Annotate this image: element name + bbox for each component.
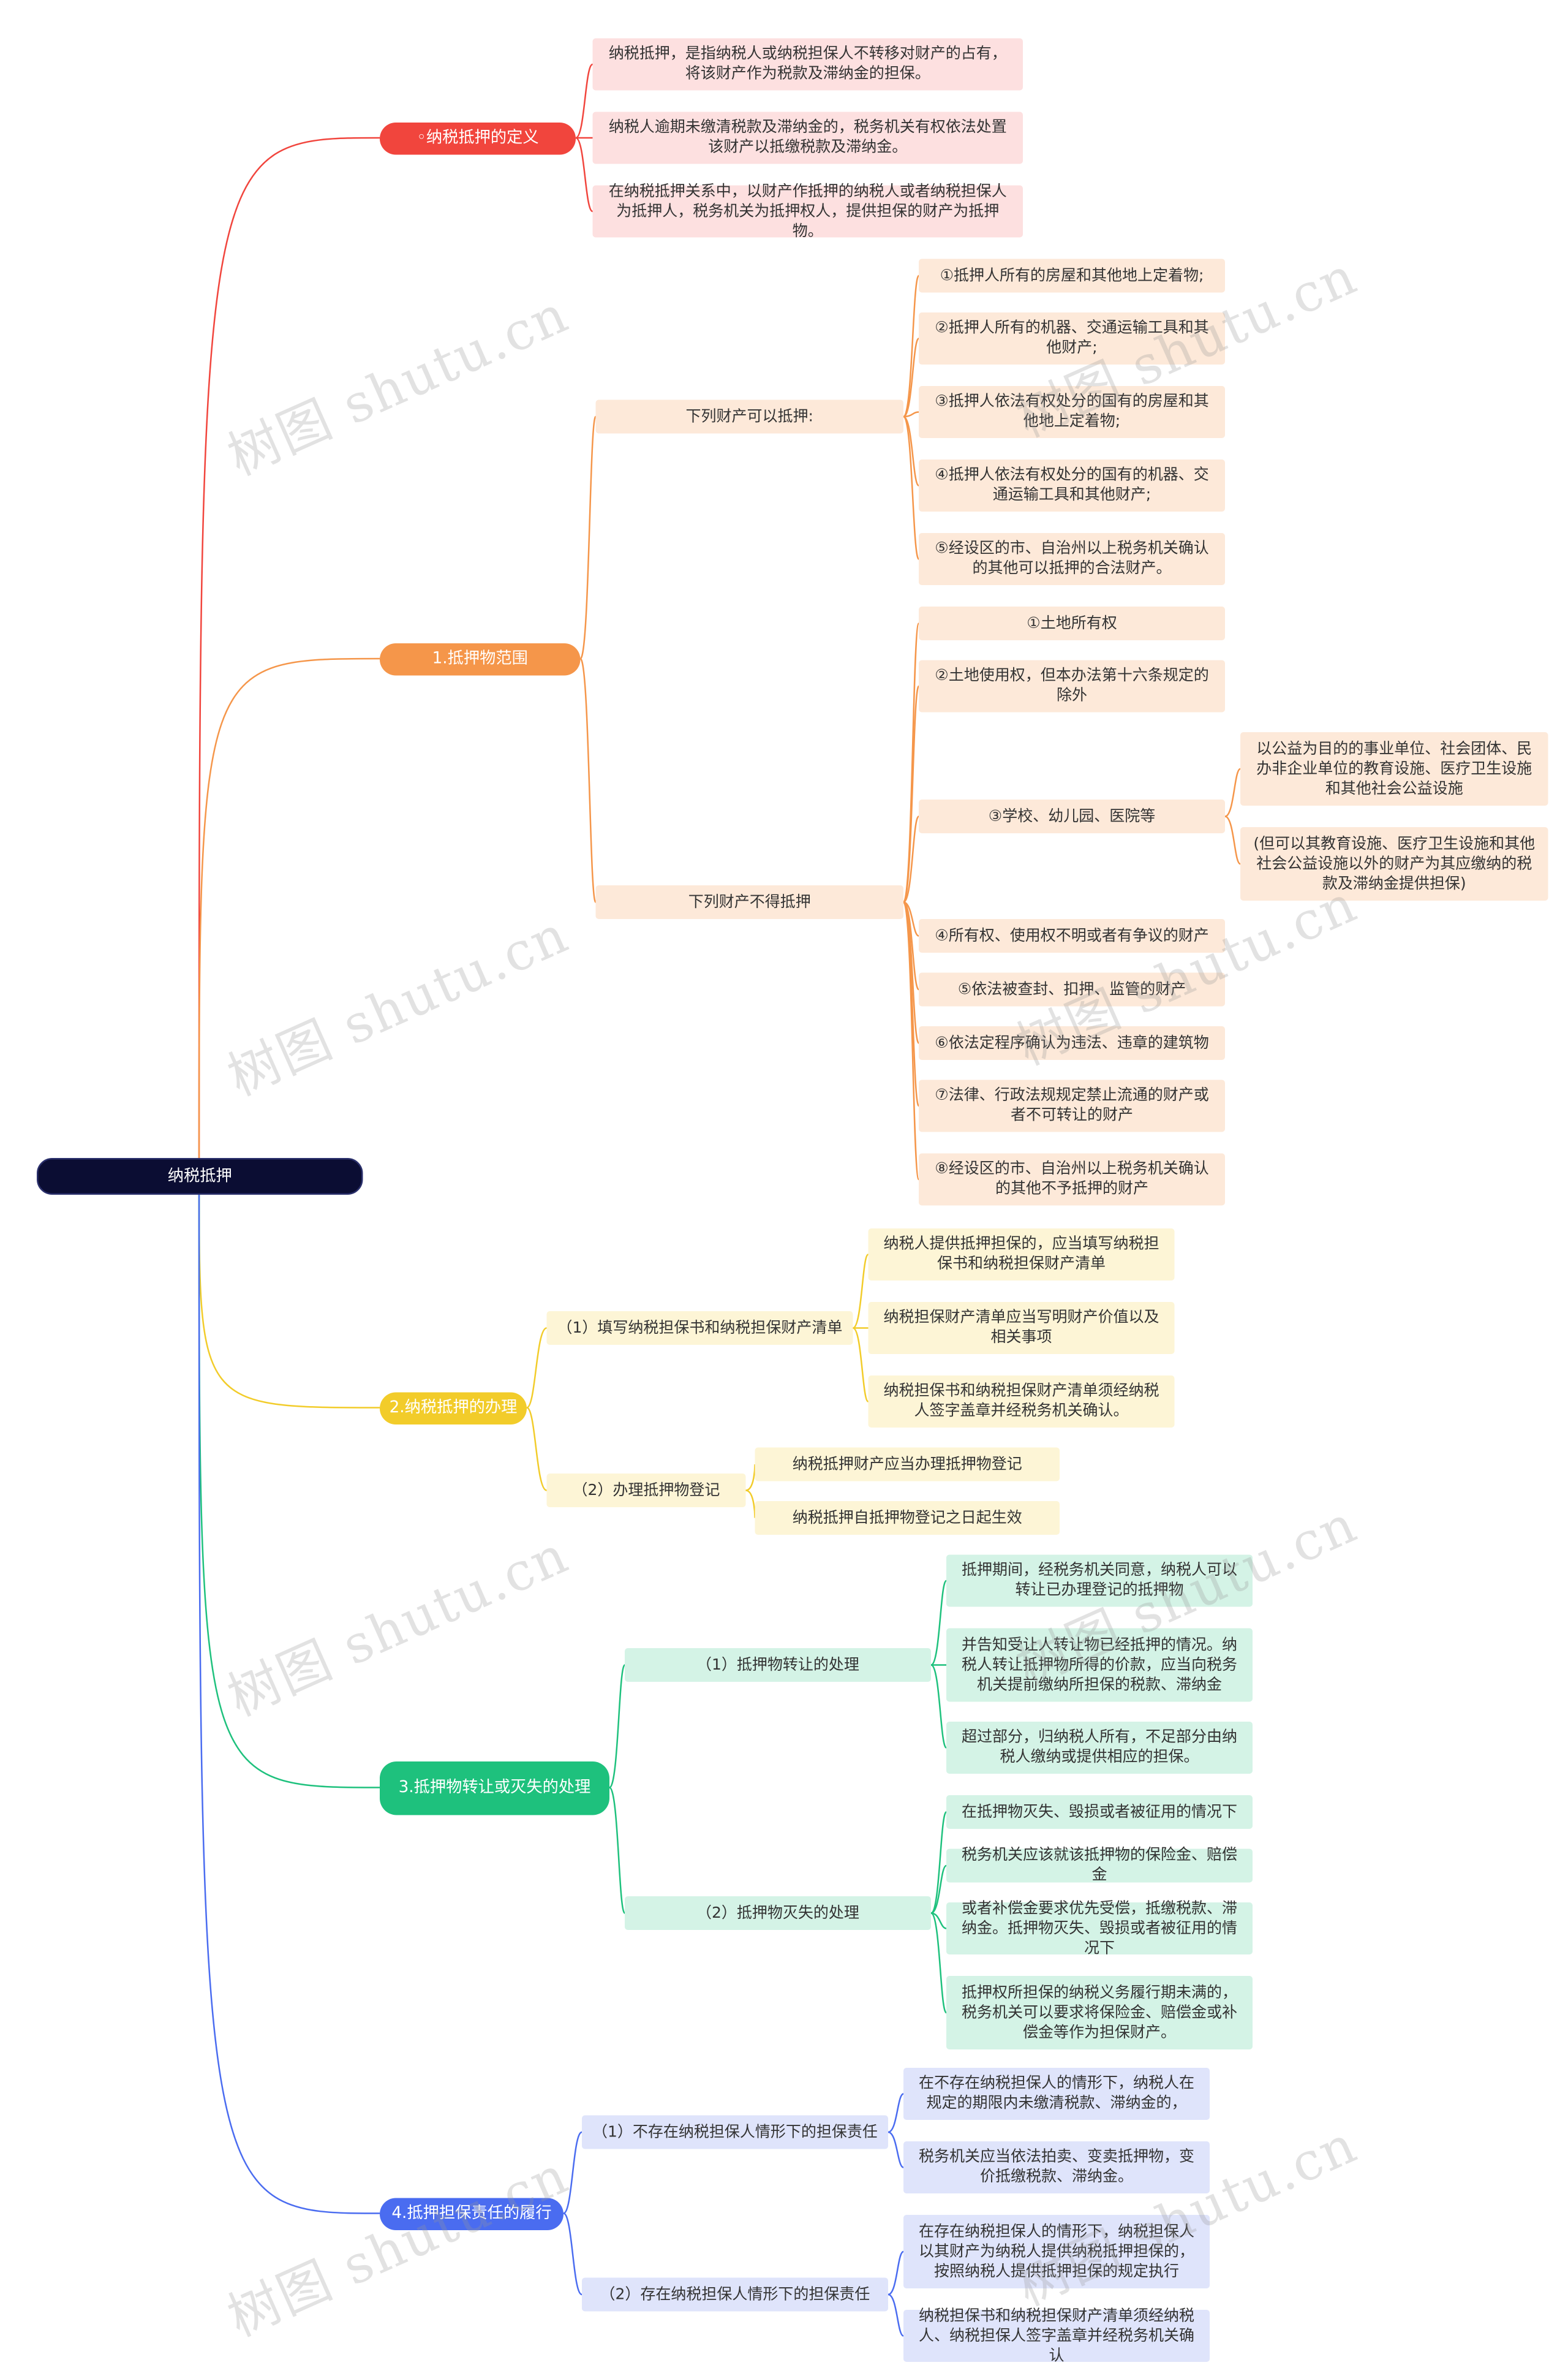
connector-line: [575, 137, 594, 213]
non-mortgageable-item[interactable]: ⑦法律、行政法规规定禁止流通的财产或者不可转让的财产: [919, 1080, 1225, 1132]
connector-line: [903, 338, 920, 418]
transfer-detail[interactable]: 超过部分，归纳税人所有，不足部分由纳税人缴纳或提供相应的担保。: [946, 1722, 1253, 1774]
mortgageable-item[interactable]: ②抵押人所有的机器、交通运输工具和其他财产;: [919, 312, 1225, 365]
mortgageable-item[interactable]: ③抵押人依法有权处分的国有的房屋和其他地上定着物;: [919, 386, 1225, 438]
handling-detail[interactable]: 纳税担保财产清单应当写明财产价值以及相关事项: [868, 1302, 1175, 1354]
connector-line: [852, 1327, 869, 1402]
connector-line: [930, 1580, 948, 1666]
connector-line: [930, 1912, 947, 1929]
handling-detail[interactable]: 纳税抵押自抵押物登记之日起生效: [755, 1501, 1060, 1535]
non-mortgageable-item[interactable]: ⑤依法被查封、扣押、监管的财产: [919, 972, 1225, 1007]
connector-line: [903, 815, 920, 903]
connector-line: [902, 415, 920, 560]
connector-line: [198, 1176, 380, 1788]
branch-collateral-scope[interactable]: 1.抵押物范围: [380, 643, 581, 676]
connector-line: [526, 1327, 548, 1409]
connector-line: [930, 1912, 948, 2014]
scope-category[interactable]: 下列财产不得抵押: [595, 885, 903, 919]
liability-case[interactable]: （2）存在纳税担保人情形下的担保责任: [582, 2277, 888, 2312]
non-mortgageable-item[interactable]: ②土地使用权，但本办法第十六条规定的除外: [919, 660, 1225, 713]
school-detail[interactable]: 以公益为目的的事业单位、社会团体、民办非企业单位的教育设施、医疗卫生设施和其他社…: [1240, 732, 1548, 806]
connector-line: [608, 1787, 626, 1914]
handling-detail[interactable]: 纳税抵押财产应当办理抵押物登记: [755, 1447, 1060, 1481]
handling-step[interactable]: （1）填写纳税担保书和纳税担保财产清单: [546, 1311, 853, 1345]
branch-guarantee-liability[interactable]: 4.抵押担保责任的履行: [380, 2198, 564, 2230]
connector-line: [198, 137, 380, 1177]
transfer-detail[interactable]: 抵押期间，经税务机关同意，纳税人可以转让已办理登记的抵押物: [946, 1554, 1253, 1607]
connector-line: [888, 2293, 904, 2337]
handling-detail[interactable]: 纳税人提供抵押担保的，应当填写纳税担保书和纳税担保财产清单: [868, 1228, 1175, 1281]
liability-detail[interactable]: 纳税担保书和纳税担保财产清单须经纳税人、纳税担保人签字盖章并经税务机关确认: [903, 2307, 1210, 2364]
scope-category[interactable]: 下列财产可以抵押:: [595, 399, 903, 434]
connector-line: [902, 901, 920, 1181]
connector-line: [608, 1664, 626, 1788]
connector-line: [903, 415, 920, 486]
connector-line: [198, 1176, 380, 1409]
school-detail[interactable]: (但可以其教育设施、医疗卫生设施和其他社会公益设施以外的财产为其应缴纳的税款及滞…: [1240, 827, 1548, 901]
connector-line: [888, 2250, 904, 2296]
connector-line: [563, 2212, 582, 2296]
connector-line: [579, 657, 597, 903]
transfer-loss-case[interactable]: （1）抵押物转让的处理: [625, 1648, 931, 1682]
connector-line: [198, 657, 380, 1177]
connector-line: [745, 1464, 756, 1491]
liability-case[interactable]: （1）不存在纳税担保人情形下的担保责任: [582, 2115, 888, 2149]
connector-line: [563, 2131, 582, 2214]
connector-line: [902, 685, 920, 903]
connector-line: [852, 1254, 869, 1329]
branch-definition[interactable]: ◦纳税抵押的定义: [380, 123, 576, 155]
connector-line: [888, 2093, 904, 2133]
connector-line: [930, 1811, 948, 1914]
non-mortgageable-item[interactable]: ①土地所有权: [919, 607, 1225, 640]
connector-line: [198, 1176, 380, 2214]
branch-mortgage-handling[interactable]: 2.纳税抵押的办理: [380, 1392, 527, 1424]
transfer-loss-case[interactable]: （2）抵押物灭失的处理: [625, 1896, 931, 1930]
non-mortgageable-item[interactable]: ④所有权、使用权不明或者有争议的财产: [919, 919, 1225, 953]
handling-detail[interactable]: 纳税担保书和纳税担保财产清单须经纳税人签字盖章并经税务机关确认。: [868, 1375, 1175, 1428]
transfer-detail[interactable]: 并告知受让人转让物已经抵押的情况。纳税人转让抵押物所得的价款，应当向税务机关提前…: [946, 1628, 1253, 1702]
connector-line: [1224, 768, 1241, 817]
loss-detail[interactable]: 抵押权所担保的纳税义务履行期未满的，税务机关可以要求将保险金、赔偿金或补偿金等作…: [946, 1976, 1253, 2049]
connector-line: [575, 63, 594, 139]
definition-item[interactable]: 在纳税抵押关系中，以财产作抵押的纳税人或者纳税担保人为抵押人，税务机关为抵押权人…: [592, 183, 1023, 240]
liability-detail[interactable]: 在存在纳税担保人的情形下，纳税担保人以其财产为纳税人提供纳税抵押担保的，按照纳税…: [903, 2215, 1210, 2288]
connector-line: [1224, 815, 1241, 865]
mortgageable-item[interactable]: ⑤经设区的市、自治州以上税务机关确认的其他可以抵押的合法财产。: [919, 533, 1225, 585]
non-mortgageable-item[interactable]: ⑧经设区的市、自治州以上税务机关确认的其他不予抵押的财产: [919, 1153, 1225, 1206]
liability-detail[interactable]: 税务机关应当依法拍卖、变卖抵押物，变价抵缴税款、滞纳金。: [903, 2141, 1210, 2193]
root-node[interactable]: 纳税抵押: [37, 1158, 363, 1195]
mortgageable-item[interactable]: ①抵押人所有的房屋和其他地上定着物;: [919, 259, 1225, 293]
mortgageable-item[interactable]: ④抵押人依法有权处分的国有的机器、交通运输工具和其他财产;: [919, 460, 1225, 512]
loss-detail[interactable]: 税务机关应该就该抵押物的保险金、赔偿金: [946, 1847, 1253, 1884]
liability-detail[interactable]: 在不存在纳税担保人的情形下，纳税人在规定的期限内未缴清税款、滞纳金的，: [903, 2068, 1210, 2120]
branch-transfer-loss[interactable]: 3.抵押物转让或灭失的处理: [380, 1761, 609, 1815]
non-mortgageable-item[interactable]: ③学校、幼儿园、医院等: [919, 800, 1225, 833]
connector-line: [930, 1864, 947, 1914]
handling-step[interactable]: （2）办理抵押物登记: [546, 1474, 746, 1507]
connector-line: [930, 1664, 948, 1749]
loss-detail[interactable]: 在抵押物灭失、毁损或者被征用的情况下: [946, 1795, 1253, 1829]
non-mortgageable-item[interactable]: ⑥依法定程序确认为违法、违章的建筑物: [919, 1026, 1225, 1060]
loss-detail[interactable]: 或者补偿金要求优先受偿，抵缴税款、滞纳金。抵押物灭失、毁损或者被征用的情况下: [946, 1900, 1253, 1957]
connector-line: [903, 411, 919, 418]
definition-item[interactable]: 纳税人逾期未缴清税款及滞纳金的，税务机关有权依法处置该财产以抵缴税款及滞纳金。: [592, 112, 1023, 164]
connector-line: [888, 2131, 904, 2168]
connector-line: [526, 1407, 548, 1491]
connector-line: [745, 1489, 756, 1518]
definition-item[interactable]: 纳税抵押，是指纳税人或纳税担保人不转移对财产的占有，将该财产作为税款及滞纳金的担…: [592, 38, 1023, 91]
connector-line: [579, 415, 597, 660]
connector-line: [902, 622, 920, 903]
